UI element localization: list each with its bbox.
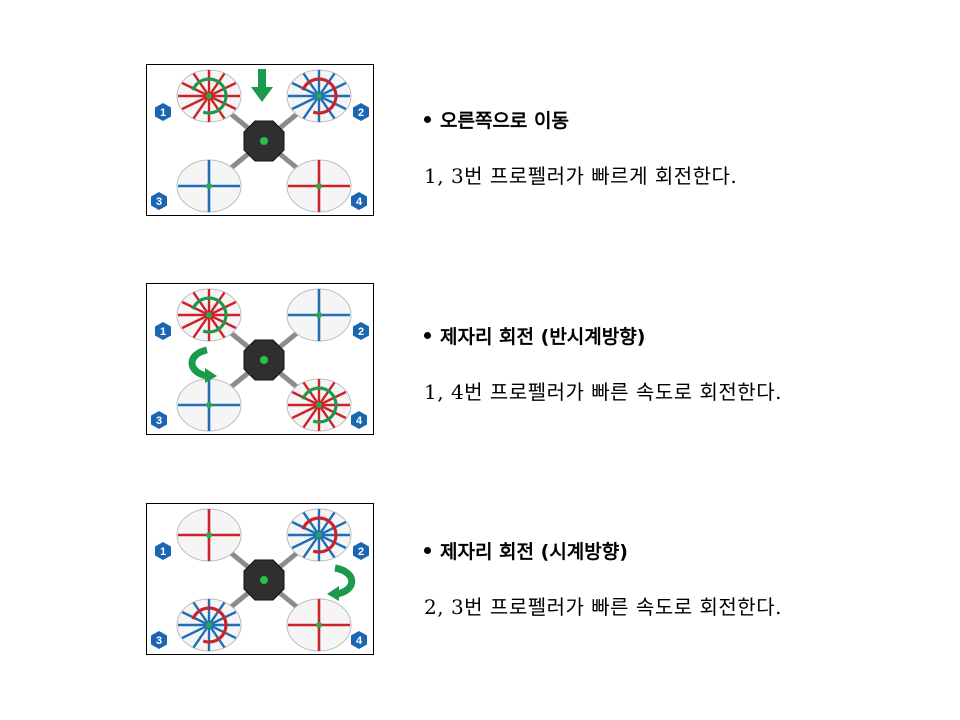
badge-hexagon	[351, 411, 367, 429]
badge-number: 4	[356, 196, 363, 208]
propeller-1	[176, 288, 242, 342]
heading-text: 오른쪽으로 이동	[440, 110, 569, 132]
body-text: 2, 3번 프로펠러가 빠른 속도로 회전한다.	[424, 595, 782, 619]
badge-1: 1	[155, 103, 171, 121]
body-text: 1, 3번 프로펠러가 빠르게 회전한다.	[424, 164, 738, 188]
bullet-icon	[424, 332, 431, 339]
drone-svg: 1 2 3 4	[151, 288, 369, 432]
arrow-head	[205, 368, 217, 383]
drone-diagram-move-right: 1 2 3 4	[146, 64, 374, 216]
badge-hexagon	[155, 103, 171, 121]
drone-led	[260, 356, 268, 364]
badge-2: 2	[353, 322, 369, 340]
badge-hexagon	[353, 322, 369, 340]
heading-text: 제자리 회전 (반시계방향)	[440, 326, 646, 348]
badge-1: 1	[155, 322, 171, 340]
description-move-right: 오른쪽으로 이동 1, 3번 프로펠러가 빠르게 회전한다.	[424, 106, 737, 189]
propeller-hub	[316, 402, 322, 408]
badge-hexagon	[351, 192, 367, 210]
propeller-4	[286, 378, 352, 432]
rotation-arrow-icon	[191, 77, 228, 115]
propeller-hub	[206, 312, 212, 318]
body-text: 1, 4번 프로펠러가 빠른 속도로 회전한다.	[424, 380, 782, 404]
badge-hexagon	[151, 192, 167, 210]
propeller-hub	[316, 93, 322, 99]
badge-4: 4	[351, 192, 367, 210]
badge-2: 2	[353, 103, 369, 121]
propeller-3	[176, 598, 242, 652]
heading-text: 제자리 회전 (시계방향)	[440, 541, 628, 563]
badge-number: 2	[358, 107, 364, 119]
counterclockwise-arrow-icon	[188, 346, 209, 380]
propeller-1	[176, 508, 242, 562]
rotation-arrow-icon	[301, 386, 338, 424]
badge-number: 3	[156, 635, 162, 647]
badge-3: 3	[151, 631, 167, 649]
bullet-icon	[424, 547, 431, 554]
description-rotate-cw: 제자리 회전 (시계방향) 2, 3번 프로펠러가 빠른 속도로 회전한다.	[424, 537, 782, 620]
drone-svg: 1 2 3 4	[151, 69, 369, 213]
rotation-arrow-icon	[301, 77, 338, 115]
propeller-3	[176, 159, 242, 213]
propeller-hub	[316, 622, 322, 628]
drone-led	[260, 576, 268, 584]
description-rotate-ccw: 제자리 회전 (반시계방향) 1, 4번 프로펠러가 빠른 속도로 회전한다.	[424, 322, 782, 405]
propeller-hub	[316, 532, 322, 538]
badge-3: 3	[151, 411, 167, 429]
badge-number: 4	[356, 635, 363, 647]
badge-hexagon	[353, 542, 369, 560]
drone-svg: 1 2 3 4	[151, 508, 369, 652]
propeller-hub	[316, 312, 322, 318]
badge-hexagon	[353, 103, 369, 121]
badge-4: 4	[351, 411, 367, 429]
heading: 제자리 회전 (반시계방향)	[424, 322, 782, 349]
rotation-arrow-icon	[191, 296, 228, 334]
heading: 오른쪽으로 이동	[424, 106, 737, 133]
badge-hexagon	[155, 322, 171, 340]
badge-number: 3	[156, 415, 162, 427]
propeller-hub	[206, 402, 212, 408]
propeller-hub	[206, 532, 212, 538]
propeller-hub	[206, 622, 212, 628]
propeller-hub	[206, 93, 212, 99]
propeller-4	[286, 159, 352, 213]
clockwise-arrow-icon	[334, 564, 356, 598]
down-arrow-icon	[251, 69, 273, 102]
propeller-4	[286, 598, 352, 652]
drone-led	[260, 137, 268, 145]
heading: 제자리 회전 (시계방향)	[424, 537, 782, 564]
badge-hexagon	[155, 542, 171, 560]
badge-number: 1	[160, 546, 166, 558]
badge-number: 4	[356, 415, 363, 427]
badge-hexagon	[351, 631, 367, 649]
propeller-2	[286, 288, 352, 342]
rotation-arrow-icon	[301, 516, 338, 554]
badge-number: 3	[156, 196, 162, 208]
propeller-hub	[316, 183, 322, 189]
propeller-3	[176, 378, 242, 432]
drone-diagram-rotate-cw: 1 2 3 4	[146, 503, 374, 655]
badge-number: 2	[358, 326, 364, 338]
badge-2: 2	[353, 542, 369, 560]
badge-hexagon	[151, 411, 167, 429]
propeller-hub	[206, 183, 212, 189]
badge-3: 3	[151, 192, 167, 210]
badge-number: 1	[160, 107, 166, 119]
badge-number: 1	[160, 326, 166, 338]
propeller-1	[176, 69, 242, 123]
arrow-head	[327, 586, 339, 601]
propeller-2	[286, 508, 352, 562]
propeller-2	[286, 69, 352, 123]
rotation-arrow-icon	[191, 606, 228, 644]
badge-4: 4	[351, 631, 367, 649]
badge-1: 1	[155, 542, 171, 560]
badge-number: 2	[358, 546, 364, 558]
bullet-icon	[424, 116, 431, 123]
drone-diagram-rotate-ccw: 1 2 3 4	[146, 283, 374, 435]
badge-hexagon	[151, 631, 167, 649]
